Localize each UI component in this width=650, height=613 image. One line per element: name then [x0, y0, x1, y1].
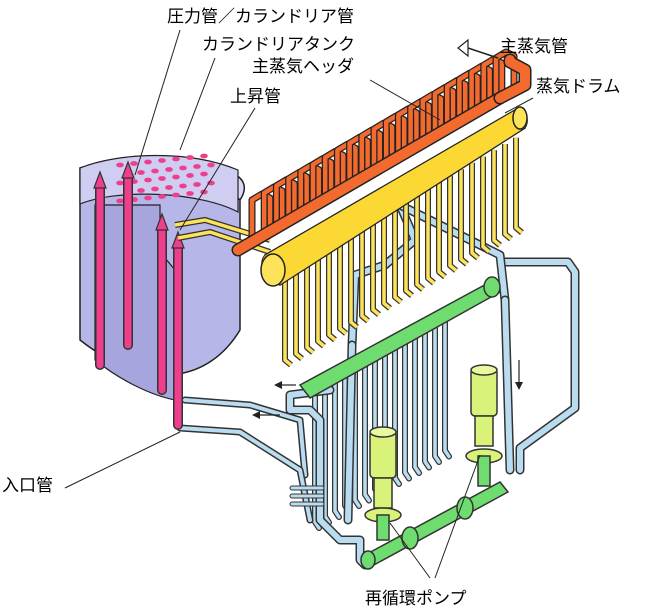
calandria-hole — [193, 164, 201, 169]
feeder-loop-fill — [360, 225, 370, 323]
downcomer-tube-fill — [353, 368, 361, 508]
downcomer-tube-fill — [413, 335, 421, 475]
flow-arrows — [252, 38, 523, 419]
calandria-hole — [137, 170, 145, 175]
pressure-tubes — [93, 160, 185, 430]
label-pressure-tube: 圧力管／カランドリア管 — [167, 7, 354, 27]
feeder-loop-fill — [470, 162, 480, 260]
feeder-loop-fill — [338, 238, 348, 335]
downcomer-tube-fill — [393, 346, 401, 486]
calandria-hole — [116, 180, 124, 186]
feeder-loop-fill — [492, 150, 502, 247]
main-steam-pipe — [493, 53, 532, 105]
calandria-hole — [144, 177, 152, 183]
feeder-loop-fill — [294, 263, 304, 361]
feeder-loop-fill — [349, 232, 359, 329]
calandria-hole — [172, 192, 180, 198]
downcomer-tube-fill — [313, 390, 321, 530]
feeder-loop-fill — [437, 181, 447, 279]
recirculation-pump-right — [465, 364, 503, 487]
downcomer-tube-fill — [423, 329, 431, 470]
calandria-hole — [151, 186, 159, 192]
downcomer-tube-fill — [333, 379, 341, 519]
label-steam-drum: 蒸気ドラム — [536, 77, 621, 97]
feeder-loop-fill — [448, 175, 458, 272]
calandria-hole — [207, 162, 215, 168]
label-main-steam-pipe: 主蒸気管 — [500, 37, 568, 57]
feeder-loop-fill — [404, 200, 414, 298]
downcomer-tube-fill — [323, 384, 331, 525]
calandria-hole — [172, 156, 180, 162]
steam-drum — [260, 106, 528, 287]
feeder-loop-fill — [382, 213, 392, 310]
calandria-hole — [186, 155, 194, 160]
calandria-hole — [200, 153, 208, 159]
calandria-hole — [116, 162, 124, 168]
label-calandria-tank: カランドリアタンク — [202, 35, 355, 55]
downcomer-tube-fill — [363, 362, 371, 503]
downcomer-tube-fill — [403, 340, 411, 481]
label-riser: 上昇管 — [230, 87, 281, 107]
calandria-hole — [165, 185, 173, 190]
drum-feeder-loops — [282, 137, 524, 368]
leader-lines — [64, 29, 534, 579]
calandria-hole — [151, 168, 159, 174]
downcomer-tube-fill — [433, 324, 441, 464]
calandria-hole — [137, 188, 145, 193]
steam-header-loops — [248, 48, 518, 242]
calandria-tube-holes — [116, 153, 215, 204]
feeder-loop-fill — [305, 257, 315, 354]
feeder-loop-fill — [459, 169, 469, 266]
feeder-loop-fill — [327, 244, 337, 342]
calandria-hole — [172, 174, 180, 180]
label-inlet-pipe: 入口管 — [2, 476, 53, 496]
calandria-hole — [144, 159, 152, 165]
recirculation-piping — [176, 200, 580, 570]
feeder-loop-fill — [393, 207, 403, 304]
label-recirc-pump: 再循環ポンプ — [365, 589, 467, 609]
feeder-loop-fill — [371, 219, 381, 316]
feeder-loop-fill — [503, 144, 513, 241]
calandria-hole — [130, 161, 138, 166]
calandria-hole — [165, 167, 173, 172]
calandria-hole — [200, 171, 208, 177]
main-steam-header — [231, 91, 507, 257]
feeder-loop-fill — [316, 251, 326, 348]
calandria-hole — [179, 183, 187, 189]
downcomer-tube-fill — [443, 318, 451, 459]
feeder-loop-fill — [481, 156, 491, 253]
calandria-hole — [179, 165, 187, 171]
recirculation-pump-left — [364, 426, 402, 541]
pump-discharge-header — [360, 481, 510, 570]
calandria-hole — [193, 182, 201, 187]
calandria-hole — [186, 173, 194, 178]
calandria-hole — [158, 194, 166, 199]
calandria-hole — [158, 158, 166, 163]
distribution-header — [298, 276, 502, 399]
feeder-loop-fill — [415, 194, 425, 291]
feeder-loop-fill — [426, 188, 436, 285]
label-main-steam-header: 主蒸気ヘッダ — [252, 57, 354, 77]
calandria-hole — [186, 191, 194, 196]
calandria-hole — [116, 198, 124, 204]
feeder-loop-fill — [514, 137, 524, 235]
calandria-hole — [158, 176, 166, 181]
calandria-hole — [144, 195, 152, 201]
feeder-loop-fill — [283, 270, 293, 367]
